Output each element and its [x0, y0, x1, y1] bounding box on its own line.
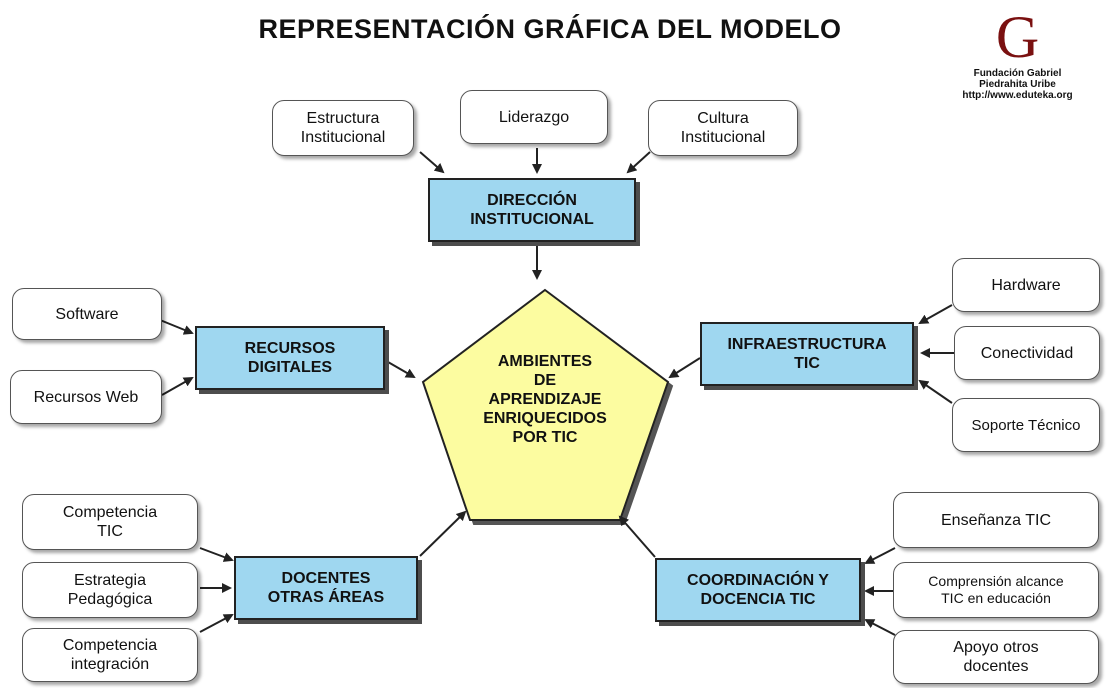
leaf-software: Software: [12, 288, 162, 340]
leaf-estrategia-line-2: Pedagógica: [67, 591, 153, 608]
leaf-hardware-line-1: Hardware: [991, 276, 1061, 294]
arrow-recursos-center: [387, 361, 416, 378]
leaf-comp-integracion-line-1: Competencia: [62, 637, 158, 654]
leaf-liderazgo: Liderazgo: [460, 90, 608, 144]
hub-coordinacion-docencia-tic: COORDINACIÓN Y DOCENCIA TIC: [655, 558, 861, 622]
arrow-recursos-web: [161, 377, 194, 396]
logo-line-1: Fundación Gabriel: [973, 68, 1062, 79]
logo-line-2: Piedrahita Uribe: [979, 79, 1056, 90]
arrow-estructura: [419, 151, 445, 174]
arrow-infra-center: [668, 357, 701, 379]
center-line-2: DE: [533, 372, 557, 389]
hub-infra-line-1: INFRAESTRUCTURA: [727, 336, 887, 353]
leaf-recursos-web: Recursos Web: [10, 370, 162, 424]
arrow-coordinacion-center: [618, 515, 656, 558]
hub-recursos-line-2: DIGITALES: [247, 359, 333, 376]
leaf-competencia-integracion: Competencia integración: [22, 628, 198, 682]
leaf-comprension-line-2: TIC en educación: [941, 590, 1051, 606]
hub-recursos-digitales: RECURSOS DIGITALES: [195, 326, 385, 390]
leaf-conectividad: Conectividad: [954, 326, 1100, 380]
hub-infra-line-2: TIC: [794, 355, 820, 372]
leaf-estructura-line-2: Institucional: [300, 129, 386, 146]
hub-direccion-institucional: DIRECCIÓN INSTITUCIONAL: [428, 178, 636, 242]
leaf-conectividad-line-1: Conectividad: [980, 344, 1074, 362]
leaf-cultura-line-2: Institucional: [680, 129, 766, 146]
leaf-soporte-tecnico: Soporte Técnico: [952, 398, 1100, 452]
leaf-recursos-web-line-1: Recursos Web: [33, 388, 139, 406]
arrow-soporte: [918, 379, 953, 404]
hub-recursos-line-1: RECURSOS: [244, 340, 336, 357]
logo: G Fundación Gabriel Piedrahita Uribe htt…: [930, 6, 1105, 101]
arrow-docentes-center: [419, 510, 467, 557]
hub-infraestructura-tic: INFRAESTRUCTURA TIC: [700, 322, 914, 386]
center-line-3: APRENDIZAJE: [488, 391, 602, 408]
arrow-ensenanza: [864, 547, 896, 564]
arrow-software: [159, 319, 194, 335]
arrow-comp-tic: [199, 547, 234, 562]
leaf-software-line-1: Software: [55, 305, 119, 323]
leaf-apoyo-line-2: docentes: [963, 658, 1029, 675]
arrow-cultura: [626, 151, 651, 174]
diagram-title: REPRESENTACIÓN GRÁFICA DEL MODELO: [258, 14, 842, 44]
center-line-1: AMBIENTES: [497, 353, 593, 370]
leaf-estructura-line-1: Estructura: [306, 110, 380, 127]
hub-docentes-otras-areas: DOCENTES OTRAS ÁREAS: [234, 556, 418, 620]
arrow-hardware: [918, 304, 953, 324]
center-pentagon: [421, 288, 670, 521]
hub-docentes-line-2: OTRAS ÁREAS: [267, 589, 385, 606]
leaf-cultura-line-1: Cultura: [697, 110, 749, 127]
center-label: AMBIENTES DE APRENDIZAJE ENRIQUECIDOS PO…: [455, 352, 635, 447]
hub-docentes-line-1: DOCENTES: [281, 570, 371, 587]
leaf-comp-tic-line-1: Competencia: [62, 504, 158, 521]
leaf-comp-integracion-line-2: integración: [70, 656, 150, 673]
leaf-comprension-line-1: Comprensión alcance: [928, 573, 1064, 589]
leaf-apoyo-otros-docentes: Apoyo otros docentes: [893, 630, 1099, 684]
leaf-hardware: Hardware: [952, 258, 1100, 312]
center-line-5: POR TIC: [512, 429, 578, 446]
leaf-comp-tic-line-2: TIC: [97, 523, 123, 540]
leaf-ensenanza-tic: Enseñanza TIC: [893, 492, 1099, 548]
hub-direccion-line-2: INSTITUCIONAL: [470, 211, 594, 228]
hub-coordinacion-line-1: COORDINACIÓN Y: [687, 572, 829, 589]
leaf-soporte-line-1: Soporte Técnico: [971, 416, 1081, 434]
hub-direccion-line-1: DIRECCIÓN: [487, 192, 577, 209]
logo-line-3: http://www.eduteka.org: [962, 90, 1073, 101]
hub-coordinacion-line-2: DOCENCIA TIC: [700, 591, 816, 608]
leaf-apoyo-line-1: Apoyo otros: [953, 639, 1039, 656]
fgpu-logo-icon: G: [995, 4, 1040, 70]
leaf-estrategia-line-1: Estrategia: [73, 572, 147, 589]
leaf-liderazgo-line-1: Liderazgo: [498, 108, 570, 126]
leaf-ensenanza-line-1: Enseñanza TIC: [941, 511, 1051, 529]
arrow-apoyo: [864, 619, 896, 636]
arrow-comp-integracion: [199, 614, 234, 633]
center-line-4: ENRIQUECIDOS: [483, 410, 607, 427]
